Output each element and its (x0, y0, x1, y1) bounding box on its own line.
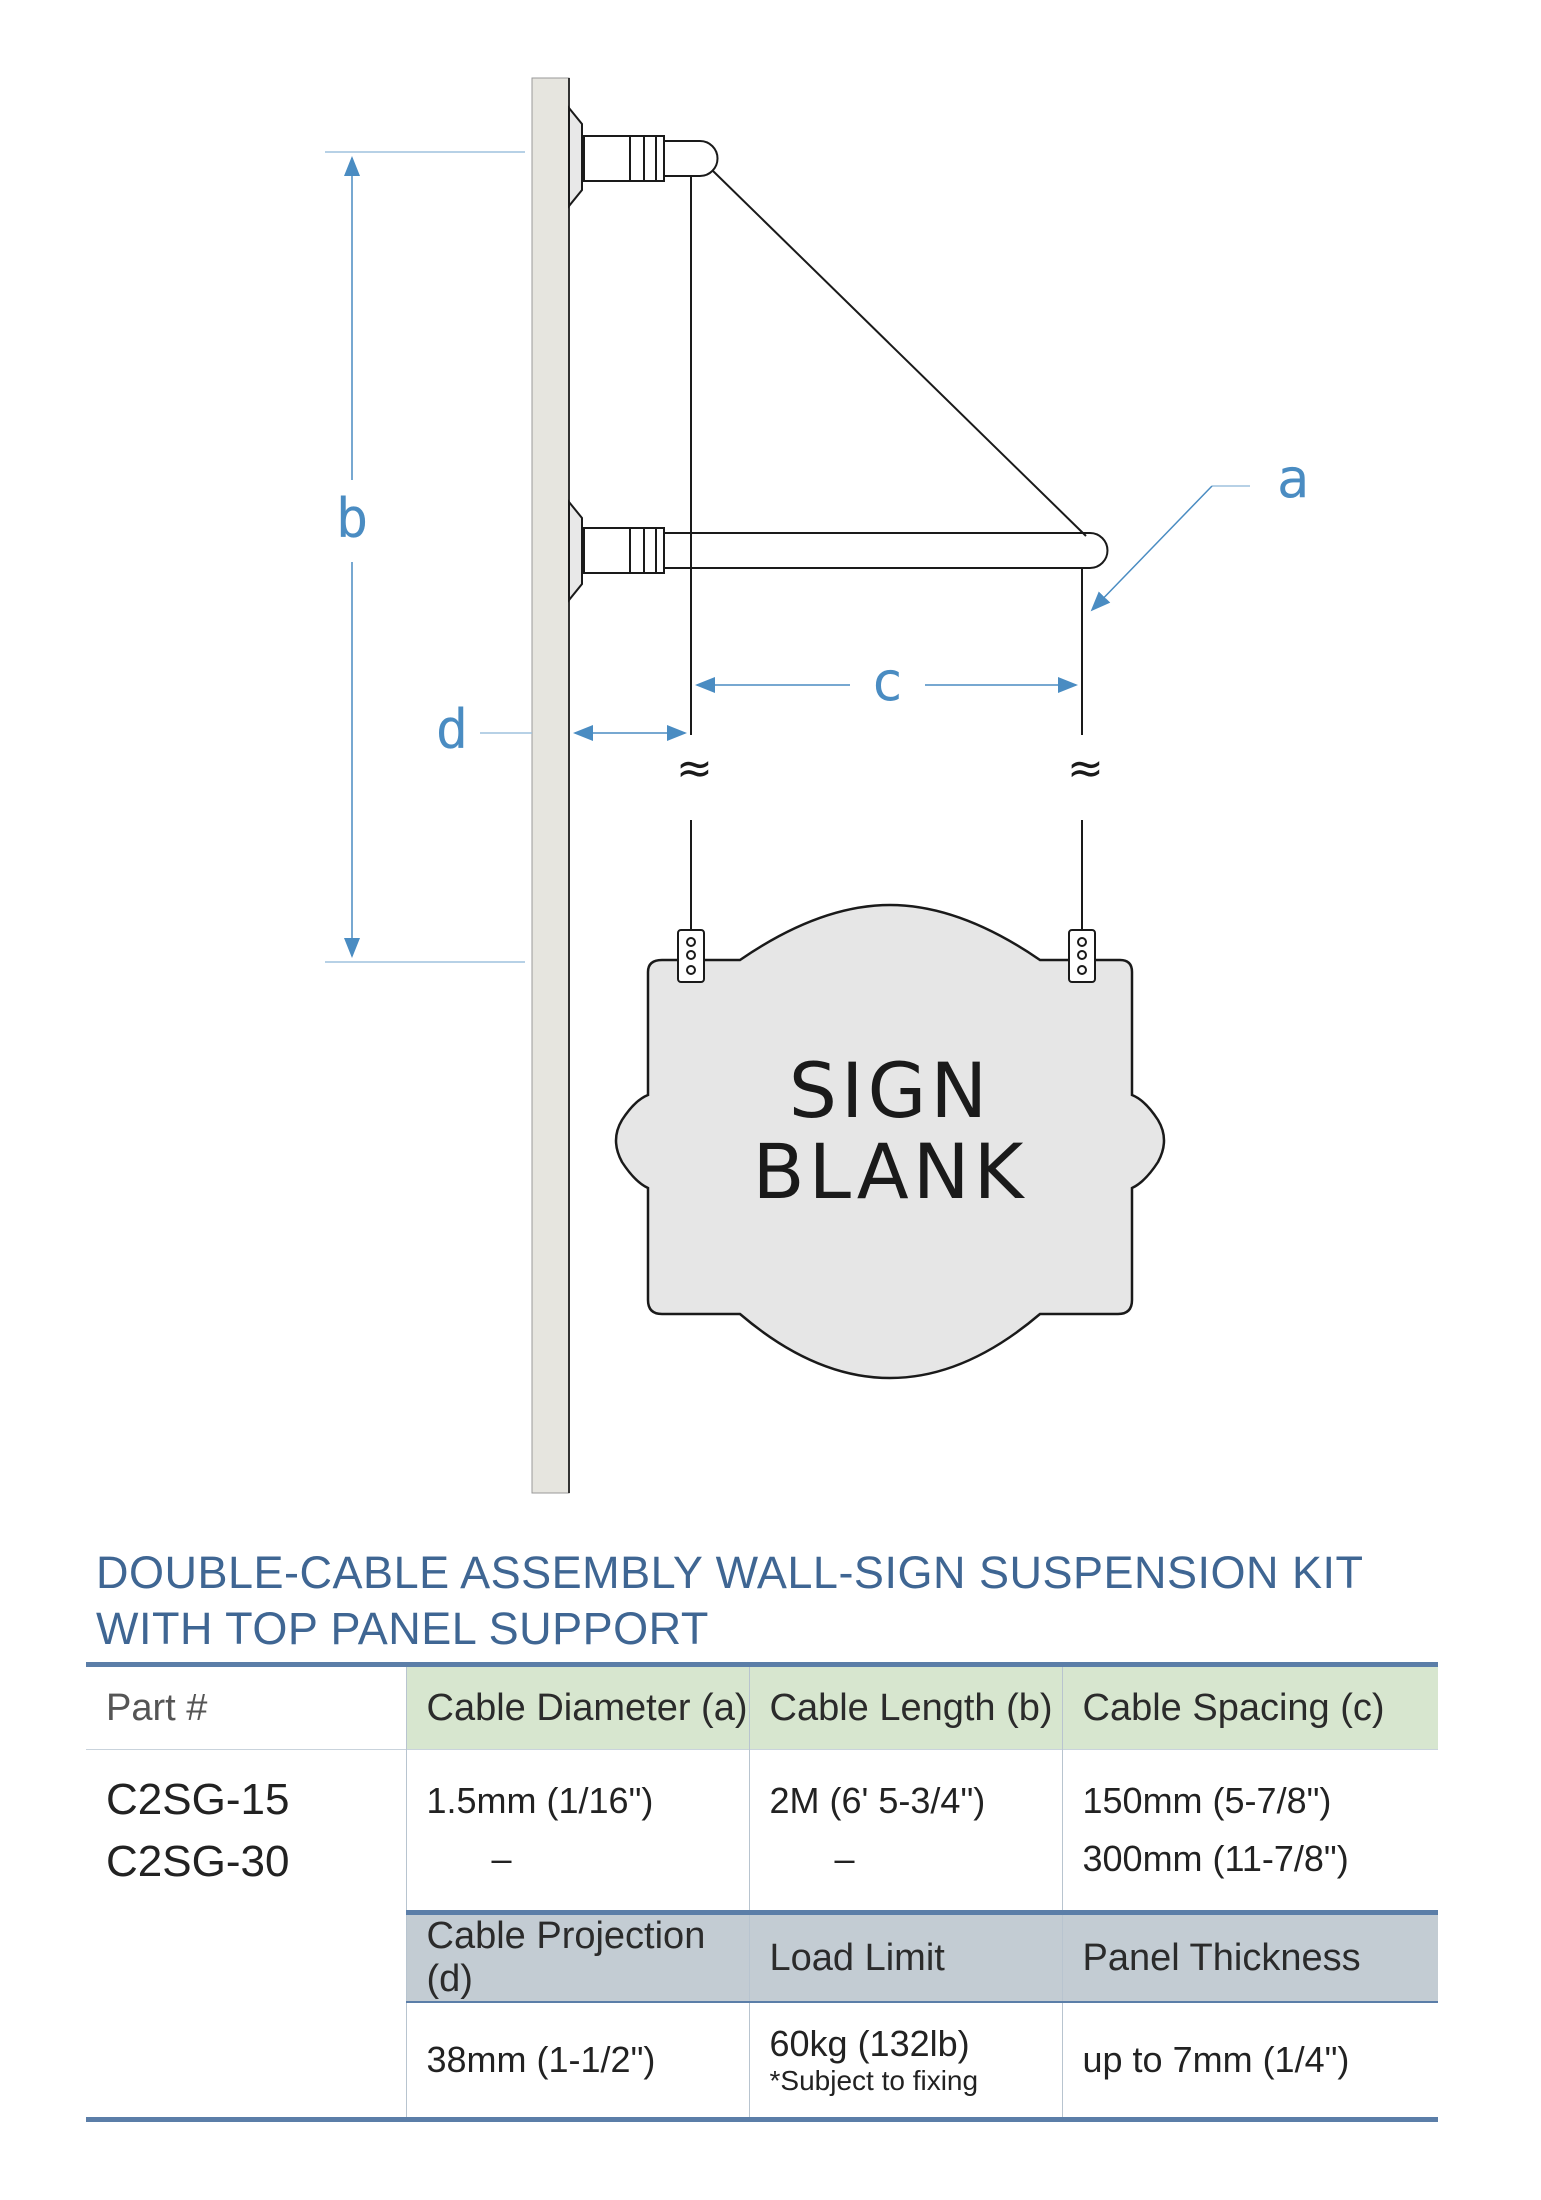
part-number: C2SG-15 (106, 1775, 290, 1825)
cable-diameter-value: 1.5mm (1/16") (426, 1780, 654, 1821)
lower-wall-mount (568, 499, 1109, 603)
product-title: DOUBLE-CABLE ASSEMBLY WALL-SIGN SUSPENSI… (96, 1547, 1363, 1654)
cable-break-right: ≈ (1067, 743, 1104, 794)
cable-diameter-dash: – (491, 1838, 512, 1879)
load-limit-value: 60kg (132lb) (769, 2023, 970, 2064)
dimension-label-b: b (336, 487, 369, 550)
sign-panel (614, 903, 1166, 1380)
wall (531, 77, 570, 1494)
spec-data-row-1: C2SG-15 C2SG-30 1.5mm (1/16") – 2M (6' 5… (86, 1749, 1438, 1913)
part-numbers-cell: C2SG-15 C2SG-30 (86, 1749, 407, 1913)
cable-length-dash: – (834, 1838, 855, 1879)
dimension-label-a: a (1277, 447, 1310, 510)
header-cable-spacing: Cable Spacing (c) (1061, 1662, 1438, 1750)
panel-bracket-left (677, 929, 705, 983)
load-limit-note: *Subject to fixing (769, 2065, 979, 2096)
cable-projection-value: 38mm (1-1/2") (405, 2002, 749, 2122)
cable-length-cell: 2M (6' 5-3/4") – (748, 1749, 1062, 1913)
dimension-label-c: c (871, 650, 904, 713)
panel-thickness-value: up to 7mm (1/4") (1061, 2002, 1438, 2122)
blank-cell (86, 2002, 407, 2122)
dimension-b (325, 151, 525, 963)
load-limit-cell: 60kg (132lb) *Subject to fixing (748, 2002, 1062, 2122)
part-number: C2SG-30 (106, 1837, 290, 1887)
sign-text-line-2: BLANK (753, 1127, 1028, 1216)
sign-text-line-1: SIGN (789, 1046, 991, 1135)
spec-data-row-2: 38mm (1-1/2") 60kg (132lb) *Subject to f… (86, 2002, 1438, 2122)
header-cable-projection: Cable Projection (d) (405, 1910, 749, 2003)
suspension-kit-diagram: ≈ ≈ SIGN BLANK b a c d (325, 77, 1310, 1494)
panel-bracket-right (1068, 929, 1096, 983)
dimension-label-d: d (436, 698, 469, 761)
cable-break-left: ≈ (676, 743, 713, 794)
header-cable-diameter: Cable Diameter (a) (405, 1662, 749, 1750)
cable-diameter-cell: 1.5mm (1/16") – (405, 1749, 749, 1913)
dimension-a (1090, 485, 1250, 612)
header-load-limit: Load Limit (748, 1910, 1062, 2003)
cable-spacing-value-2: 300mm (11-7/8") (1082, 1838, 1349, 1879)
header-panel-thickness: Panel Thickness (1061, 1910, 1438, 2003)
blank-cell (86, 1912, 407, 2002)
spec-table: Part # Cable Diameter (a) Cable Length (… (86, 1662, 1438, 2122)
upper-wall-mount (568, 105, 719, 209)
cable-length-value: 2M (6' 5-3/4") (769, 1780, 986, 1821)
header-cable-length: Cable Length (b) (748, 1662, 1062, 1750)
support-cable (711, 169, 1087, 537)
spec-header-row-2: Cable Projection (d) Load Limit Panel Th… (86, 1910, 1438, 2003)
spec-header-row-1: Part # Cable Diameter (a) Cable Length (… (86, 1662, 1438, 1750)
hanging-cables (690, 176, 1083, 930)
part-number-header: Part # (86, 1662, 406, 1750)
cable-spacing-cell: 150mm (5-7/8") 300mm (11-7/8") (1061, 1749, 1438, 1913)
cable-spacing-value-1: 150mm (5-7/8") (1082, 1780, 1332, 1821)
